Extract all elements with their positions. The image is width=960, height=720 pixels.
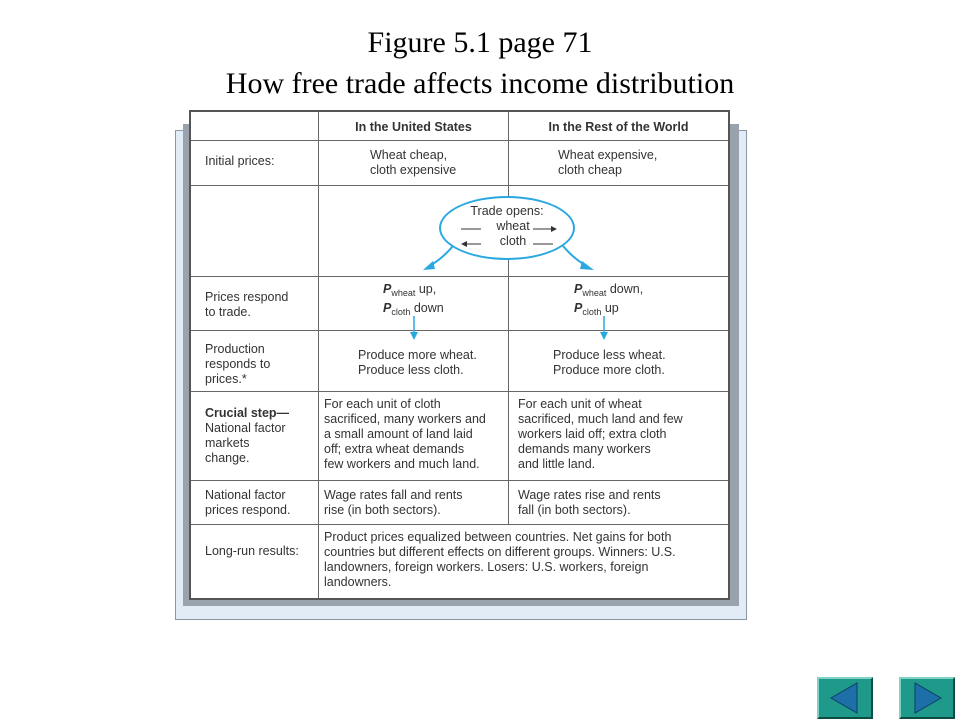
triangle-left-icon xyxy=(829,682,858,714)
next-slide-button[interactable] xyxy=(899,677,955,719)
us-initial-prices: Wheat cheap,cloth expensive xyxy=(370,148,457,177)
row-label-initial-prices: Initial prices: xyxy=(205,154,275,168)
row-prices-respond: Pwheat down, Pcloth up xyxy=(574,282,644,317)
row-initial-prices: Wheat expensive,cloth cheap xyxy=(558,148,658,177)
income-distribution-table: In the United States In the Rest of the … xyxy=(189,110,730,600)
cloth-flow-label: cloth xyxy=(499,234,527,248)
trade-opens-label: Trade opens: xyxy=(470,204,544,218)
row-label-long-run: Long-run results: xyxy=(205,544,299,558)
us-prices-respond: Pwheat up, Pcloth down xyxy=(383,282,444,317)
header-rest-of-world: In the Rest of the World xyxy=(548,120,689,134)
wheat-flow-label: wheat xyxy=(496,219,530,233)
trade-flow-arrows xyxy=(410,226,608,340)
us-production: Produce more wheat.Produce less cloth. xyxy=(358,348,477,377)
header-united-states: In the United States xyxy=(355,120,472,134)
long-run-results: Product prices equalized between countri… xyxy=(324,530,676,589)
previous-slide-button[interactable] xyxy=(817,677,873,719)
row-production: Produce less wheat.Produce more cloth. xyxy=(553,348,666,377)
slide-subtitle: How free trade affects income distributi… xyxy=(225,67,735,100)
slide-title: Figure 5.1 page 71 xyxy=(367,26,593,59)
triangle-right-icon xyxy=(914,682,943,714)
